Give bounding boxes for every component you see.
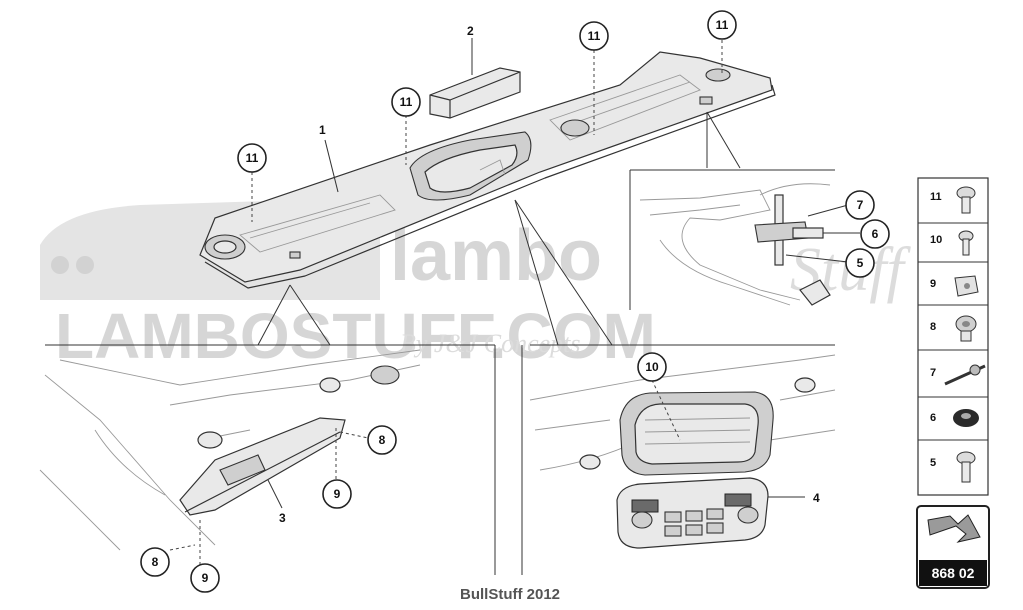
callout-5: 5 [845,248,875,278]
diagram-code: 868 02 [932,565,975,581]
svg-text:9: 9 [202,571,209,585]
callout-11-b: 11 [391,87,421,117]
legend-row-7: 7 [930,364,986,386]
legend-row-8: 8 [930,315,977,342]
svg-text:11: 11 [930,191,942,203]
svg-text:8: 8 [930,321,936,333]
headliner-panel [199,51,776,289]
legend-row-11: 11 [930,186,976,214]
arrow-icon [927,514,981,543]
callout-1: 1 [319,123,326,137]
svg-text:8: 8 [379,433,386,447]
callout-11-c: 11 [579,21,609,51]
callout-3: 3 [279,511,286,525]
callout-2: 2 [467,24,474,38]
svg-text:6: 6 [872,227,879,241]
legend-row-5: 5 [930,451,976,483]
pin-7-icon [944,364,986,386]
diagram-code-badge: 868 02 [916,505,990,589]
svg-text:11: 11 [588,29,601,43]
callout-11-a: 11 [237,143,267,173]
legend-row-9: 9 [930,275,979,297]
svg-text:11: 11 [716,18,729,32]
clip-9-icon [954,275,979,297]
sun-visor-detail [39,349,421,565]
footer-credit: BullStuff 2012 [460,586,560,603]
svg-text:11: 11 [400,95,413,109]
svg-text:7: 7 [930,367,936,379]
callout-8-b: 8 [140,547,170,577]
callout-6: 6 [860,219,890,249]
svg-text:5: 5 [857,256,864,270]
screw-10-icon [958,230,974,256]
legend-row-10: 10 [930,230,974,256]
foam-block [429,67,521,119]
svg-text:7: 7 [857,198,864,212]
callout-9-b: 9 [190,563,220,593]
callout-7: 7 [845,190,875,220]
svg-text:10: 10 [645,360,659,374]
callout-11-d: 11 [707,10,737,40]
svg-text:11: 11 [246,151,259,165]
fastener-legend: 11 10 9 8 [917,177,989,496]
svg-text:9: 9 [334,487,341,501]
svg-text:6: 6 [930,412,936,424]
callout-9-a: 9 [322,479,352,509]
callout-10: 10 [637,352,667,382]
svg-text:8: 8 [152,555,159,569]
svg-text:5: 5 [930,457,936,469]
watermark-brand-big: lambo [390,216,602,296]
callout-4: 4 [813,491,820,505]
clip-detail [639,183,860,306]
main-leaders [251,38,723,222]
watermark-tagline: By J&J Concepts [400,329,581,358]
callout-8-a: 8 [367,425,397,455]
detail-connectors [45,111,835,575]
roof-console-detail [529,354,836,549]
screw-11-icon [956,186,976,214]
legend-row-6: 6 [930,409,979,427]
bolt-5-icon [956,451,976,483]
grommet-8-icon [955,315,977,342]
washer-6-icon [953,409,979,427]
svg-text:10: 10 [930,234,942,246]
svg-text:9: 9 [930,278,936,290]
